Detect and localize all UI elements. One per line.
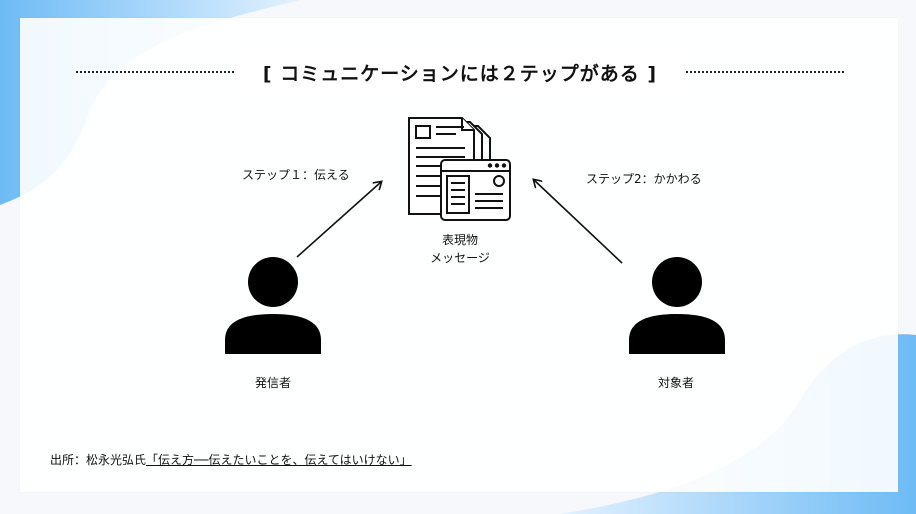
source-caption: 出所：松永光弘氏「伝え方──伝えたいことを、伝えてはいけない」: [50, 451, 412, 468]
receiver-label: 対象者: [657, 376, 694, 390]
source-book-title: 「伝え方──伝えたいことを、伝えてはいけない」: [146, 453, 412, 467]
browser-window-icon: [440, 159, 511, 221]
source-prefix: 出所：松永光弘氏: [50, 453, 147, 467]
title-bar: [ コミュニケーションには２テップがある ]: [0, 50, 916, 94]
step1-arrow: [296, 182, 381, 258]
message-label-line2: メッセージ: [430, 251, 490, 265]
message-label: 表現物 メッセージ: [420, 231, 500, 267]
sender-person-icon: [225, 257, 321, 354]
slide-card: [20, 18, 898, 492]
step1-label: ステップ１：伝える: [242, 168, 350, 182]
page-title: [ コミュニケーションには２テップがある ]: [262, 62, 658, 85]
message-label-line1: 表現物: [441, 233, 478, 247]
sender-label: 発信者: [254, 376, 291, 390]
title-box: [ コミュニケーションには２テップがある ]: [234, 50, 686, 94]
title-dotted-rule-right: [686, 71, 844, 73]
receiver-person-icon: [629, 257, 725, 354]
step2-arrow: [534, 180, 623, 264]
step2-label: ステップ2：かかわる: [586, 172, 702, 186]
title-dotted-rule-left: [76, 71, 234, 73]
